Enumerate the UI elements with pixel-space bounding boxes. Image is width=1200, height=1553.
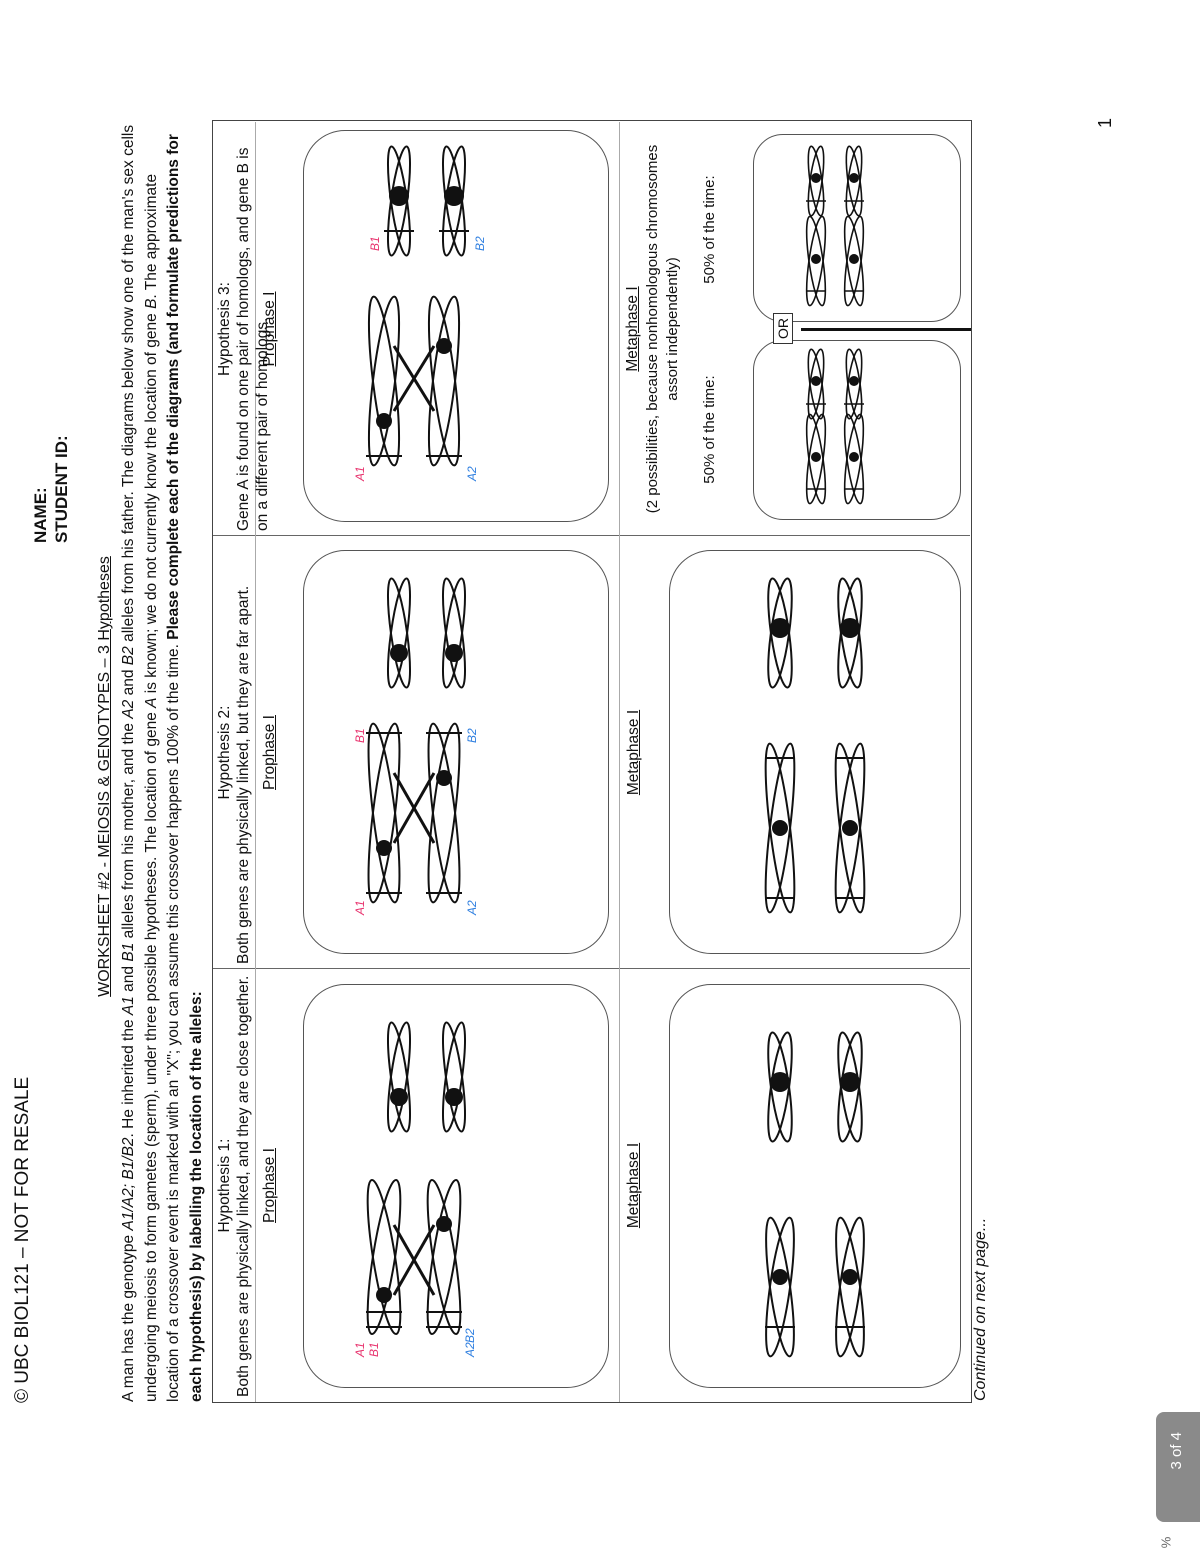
column-divider [213,968,970,969]
hypotheses-table: Hypothesis 1: Both genes are physically … [212,120,972,1403]
gene-b-text: B [143,299,160,309]
allele-b1-text: B1 [120,943,137,962]
metaphase-chromosomes [754,339,962,519]
possibility-1-label: 50% of the time: [701,337,718,522]
hypothesis-2-prophase-panel: A1 B1 A2 B2 [303,550,609,954]
hypothesis-2-metaphase-panel [669,550,961,954]
label-a2: A2 [465,900,479,916]
name-label: NAME: [30,435,51,543]
hypothesis-3-prophase-panel: A1 A2 B1 B2 [303,130,609,522]
or-label: OR [773,313,793,344]
prophase-chromosomes: A1 B1 A2 B2 [304,983,610,1387]
label-a1: A1 [353,1342,367,1358]
possibility-2-label: 50% of the time: [701,137,718,322]
continued-note: Continued on next page... [972,1218,990,1401]
column-divider [213,535,970,536]
genotype-text: A1/A2; B1/B2 [120,1137,137,1230]
allele-b2-text: B2 [120,646,137,665]
gene-a-text: A [143,698,160,708]
hypothesis-1-metaphase-label: Metaphase I [625,974,643,1397]
page-number: 1 [1095,118,1116,128]
intro-text: alleles from his mother, and the [120,719,137,943]
or-divider-line [801,328,971,331]
hypothesis-1-description: Both genes are physically linked, and th… [234,974,253,1397]
intro-paragraph: A man has the genotype A1/A2; B1/B2. He … [118,122,208,1402]
intro-text: . He inherited the [120,1015,137,1137]
possibility-1-panel [753,340,961,520]
viewer-zoom-percent: % [1158,1537,1173,1549]
intro-text: A man has the genotype [120,1231,137,1402]
hypothesis-1-header: Hypothesis 1: Both genes are physically … [215,974,253,1397]
label-b1: B1 [367,1342,381,1357]
row-divider [619,122,620,1402]
hypothesis-3-title: Hypothesis 3: [215,127,234,531]
label-b1: B1 [353,728,367,743]
hypothesis-1-metaphase-panel [669,984,961,1388]
metaphase-note: (2 possibilities, because nonhomologous … [643,127,683,531]
hypothesis-2-prophase-label: Prophase I [261,541,279,964]
metaphase-chromosomes [670,983,962,1387]
label-b2: B2 [473,236,487,251]
hypothesis-2-header: Hypothesis 2: Both genes are physically … [215,541,253,964]
intro-text: and [120,962,137,996]
worksheet-title: WORKSHEET #2 - MEIOSIS & GENOTYPES – 3 H… [96,0,114,1553]
hypothesis-3-metaphase-heading: Metaphase I (2 possibilities, because no… [623,127,683,531]
hypothesis-2-description: Both genes are physically linked, but th… [234,541,253,964]
label-a2: A2 [465,466,479,482]
hypothesis-3-prophase-label: Prophase I [261,127,279,531]
name-block: NAME: STUDENT ID: [30,435,72,543]
label-a1: A1 [353,900,367,916]
metaphase-chromosomes [670,549,962,953]
copyright-notice: © UBC BIOL121 – NOT FOR RESALE [12,1077,34,1403]
label-b2: B2 [465,728,479,743]
student-id-label: STUDENT ID: [51,435,72,543]
allele-a1-text: A1 [120,996,137,1015]
possibility-2-panel [753,134,961,322]
viewer-page-text: 3 of 4 [1168,1432,1185,1470]
intro-text: is known; we do not currently know the l… [143,309,160,698]
hypothesis-1-prophase-panel: A1 B1 A2 B2 [303,984,609,1388]
label-a1: A1 [353,466,367,482]
hypothesis-1-title: Hypothesis 1: [215,974,234,1397]
viewer-page-indicator[interactable]: 3 of 4 [1156,1412,1200,1522]
allele-a2-text: A2 [120,700,137,719]
prophase-chromosomes: A1 B1 A2 B2 [304,549,610,953]
prophase-chromosomes: A1 A2 B1 B2 [304,129,610,521]
hypothesis-2-title: Hypothesis 2: [215,541,234,964]
metaphase-chromosomes [754,133,962,321]
hypothesis-2-metaphase-label: Metaphase I [625,541,643,964]
hypothesis-3-metaphase-label: Metaphase I [623,127,643,531]
label-b2: B2 [463,1328,477,1343]
intro-text: and [120,665,137,699]
hypothesis-1-prophase-label: Prophase I [261,974,279,1397]
label-b1: B1 [368,236,382,251]
label-a2: A2 [463,1342,477,1358]
